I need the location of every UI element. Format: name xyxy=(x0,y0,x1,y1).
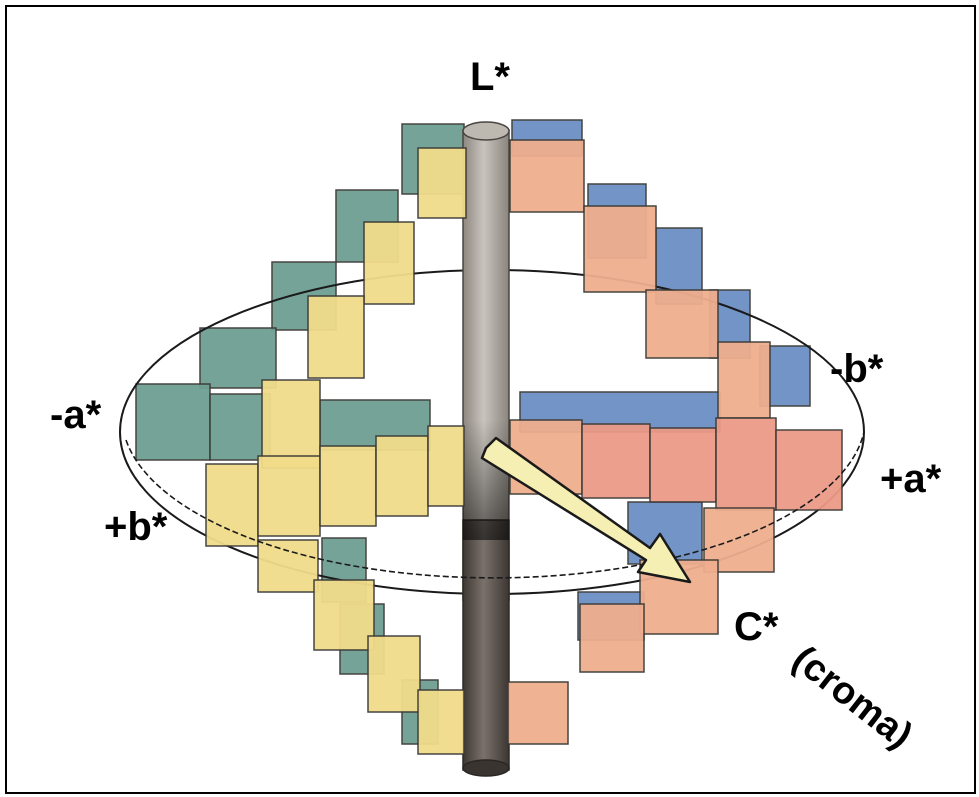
front-color-panels xyxy=(205,139,843,755)
color-panel-yellow xyxy=(261,379,321,469)
chroma-c-label: C* xyxy=(734,605,779,649)
color-panel-yellow xyxy=(257,539,319,593)
color-panel-orange xyxy=(579,603,645,673)
color-panel-yellow xyxy=(417,147,467,219)
color-panel-orange xyxy=(509,139,585,213)
color-panel-yellow xyxy=(367,635,421,713)
color-panel-yellow xyxy=(363,221,415,305)
color-panel-yellow xyxy=(375,435,429,517)
negative-a-label: -a* xyxy=(50,393,102,437)
color-panel-orange xyxy=(645,289,719,359)
color-panel-yellow xyxy=(205,463,259,547)
color-panel-yellow xyxy=(257,455,321,537)
color-panel-orange xyxy=(507,681,569,745)
color-panel-green xyxy=(135,383,211,461)
color-panel-yellow xyxy=(307,295,365,379)
positive-b-label: +b* xyxy=(104,505,168,549)
l-axis-label: L* xyxy=(470,55,510,99)
color-panel-red xyxy=(715,417,777,511)
positive-a-label: +a* xyxy=(880,457,942,501)
color-panel-orange xyxy=(717,341,771,419)
equator-front-arc xyxy=(125,431,865,579)
color-panel-yellow xyxy=(313,579,375,651)
chroma-arrow xyxy=(480,436,692,584)
color-panel-red xyxy=(775,429,843,511)
color-panel-red xyxy=(581,423,651,499)
color-panel-orange xyxy=(583,205,657,293)
lightness-axis xyxy=(462,121,510,777)
color-panel-green xyxy=(199,327,277,389)
color-panel-yellow xyxy=(427,425,465,507)
negative-b-label: -b* xyxy=(830,347,884,391)
color-panel-green xyxy=(209,393,271,461)
color-panel-yellow xyxy=(319,445,377,527)
color-panel-red xyxy=(649,427,717,503)
color-panel-yellow xyxy=(417,689,465,755)
